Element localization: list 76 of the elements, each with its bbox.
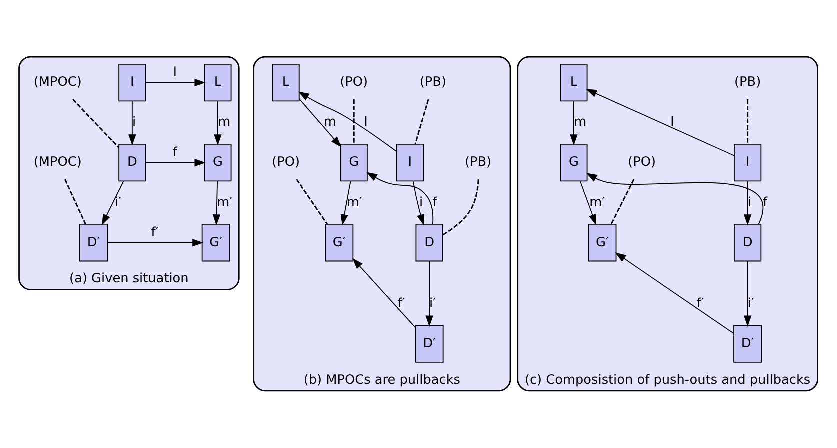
- arrow: [128, 101, 136, 146]
- arrow: [366, 172, 434, 225]
- edge-label: l: [173, 66, 177, 81]
- edge-label: m′: [217, 195, 233, 210]
- connector: [414, 99, 430, 144]
- connector: [353, 100, 355, 144]
- node-text: (PB): [464, 155, 492, 170]
- node-box: G: [560, 144, 588, 182]
- node-text: (MPOC): [34, 155, 82, 170]
- node-text: (PB): [734, 75, 762, 90]
- node-box: G: [204, 144, 232, 182]
- arrow: [340, 181, 352, 226]
- arrow: [299, 98, 342, 148]
- arrow: [107, 239, 204, 247]
- node-box: D′: [80, 224, 108, 262]
- arrow: [214, 101, 222, 146]
- arrow: [352, 258, 416, 328]
- node-box: L: [204, 64, 232, 102]
- node-box: G: [340, 144, 368, 182]
- edge-label: i′: [114, 195, 122, 210]
- node-text: (MPOC): [34, 75, 82, 90]
- arrow: [102, 181, 124, 226]
- edge-label: l: [670, 115, 674, 130]
- node-box: G′: [202, 224, 230, 262]
- edge-label: m: [324, 115, 336, 130]
- arrow: [145, 78, 206, 87]
- connector: [442, 180, 480, 236]
- connector: [747, 100, 749, 144]
- edge-label: f: [172, 146, 178, 161]
- node-box: D′: [734, 325, 762, 363]
- arrow: [298, 92, 398, 152]
- edge-label: f′: [696, 296, 704, 312]
- arrow: [212, 181, 221, 226]
- edge-label: f: [763, 195, 768, 210]
- node-box: D: [734, 224, 762, 262]
- connector: [72, 99, 120, 148]
- arrow: [426, 260, 434, 327]
- edge-label: f′: [398, 296, 406, 312]
- node-box: I: [734, 144, 762, 182]
- node-box: D: [118, 144, 146, 182]
- edge-label: l: [364, 115, 368, 130]
- edge-label: i: [132, 115, 136, 130]
- node-box: G′: [588, 224, 617, 262]
- edge-label: i: [419, 195, 424, 210]
- node-box: G′: [325, 224, 354, 262]
- arrow: [744, 181, 752, 226]
- arrow: [145, 158, 206, 167]
- connector: [64, 179, 86, 225]
- arrow: [586, 173, 764, 225]
- node-box: L: [272, 64, 300, 102]
- node-box: I: [396, 144, 424, 182]
- connector: [610, 179, 635, 225]
- arrow: [586, 89, 735, 156]
- node-text: (PO): [340, 75, 368, 90]
- edge-label: m: [218, 115, 231, 130]
- edge-label: i′: [430, 296, 436, 312]
- node-text: (PB): [420, 75, 447, 90]
- edge-label: m′: [590, 195, 606, 210]
- node-box: L: [560, 64, 588, 102]
- arrow: [570, 101, 578, 146]
- edge-label: m′: [346, 195, 362, 210]
- edge-label: f: [432, 195, 438, 210]
- edge-label: i′: [748, 296, 754, 312]
- connector: [296, 179, 328, 225]
- arrow: [744, 260, 752, 327]
- arrow: [412, 180, 425, 226]
- node-box: D: [416, 224, 444, 262]
- edge-label: f′: [151, 226, 159, 241]
- node-box: D′: [415, 325, 444, 363]
- node-text: (PO): [272, 155, 300, 170]
- node-text: (PO): [628, 155, 656, 170]
- edge-label: m: [574, 115, 587, 130]
- node-box: I: [118, 64, 146, 102]
- arrow: [580, 181, 596, 226]
- arrow: [615, 252, 734, 334]
- edge-label: i: [748, 195, 752, 210]
